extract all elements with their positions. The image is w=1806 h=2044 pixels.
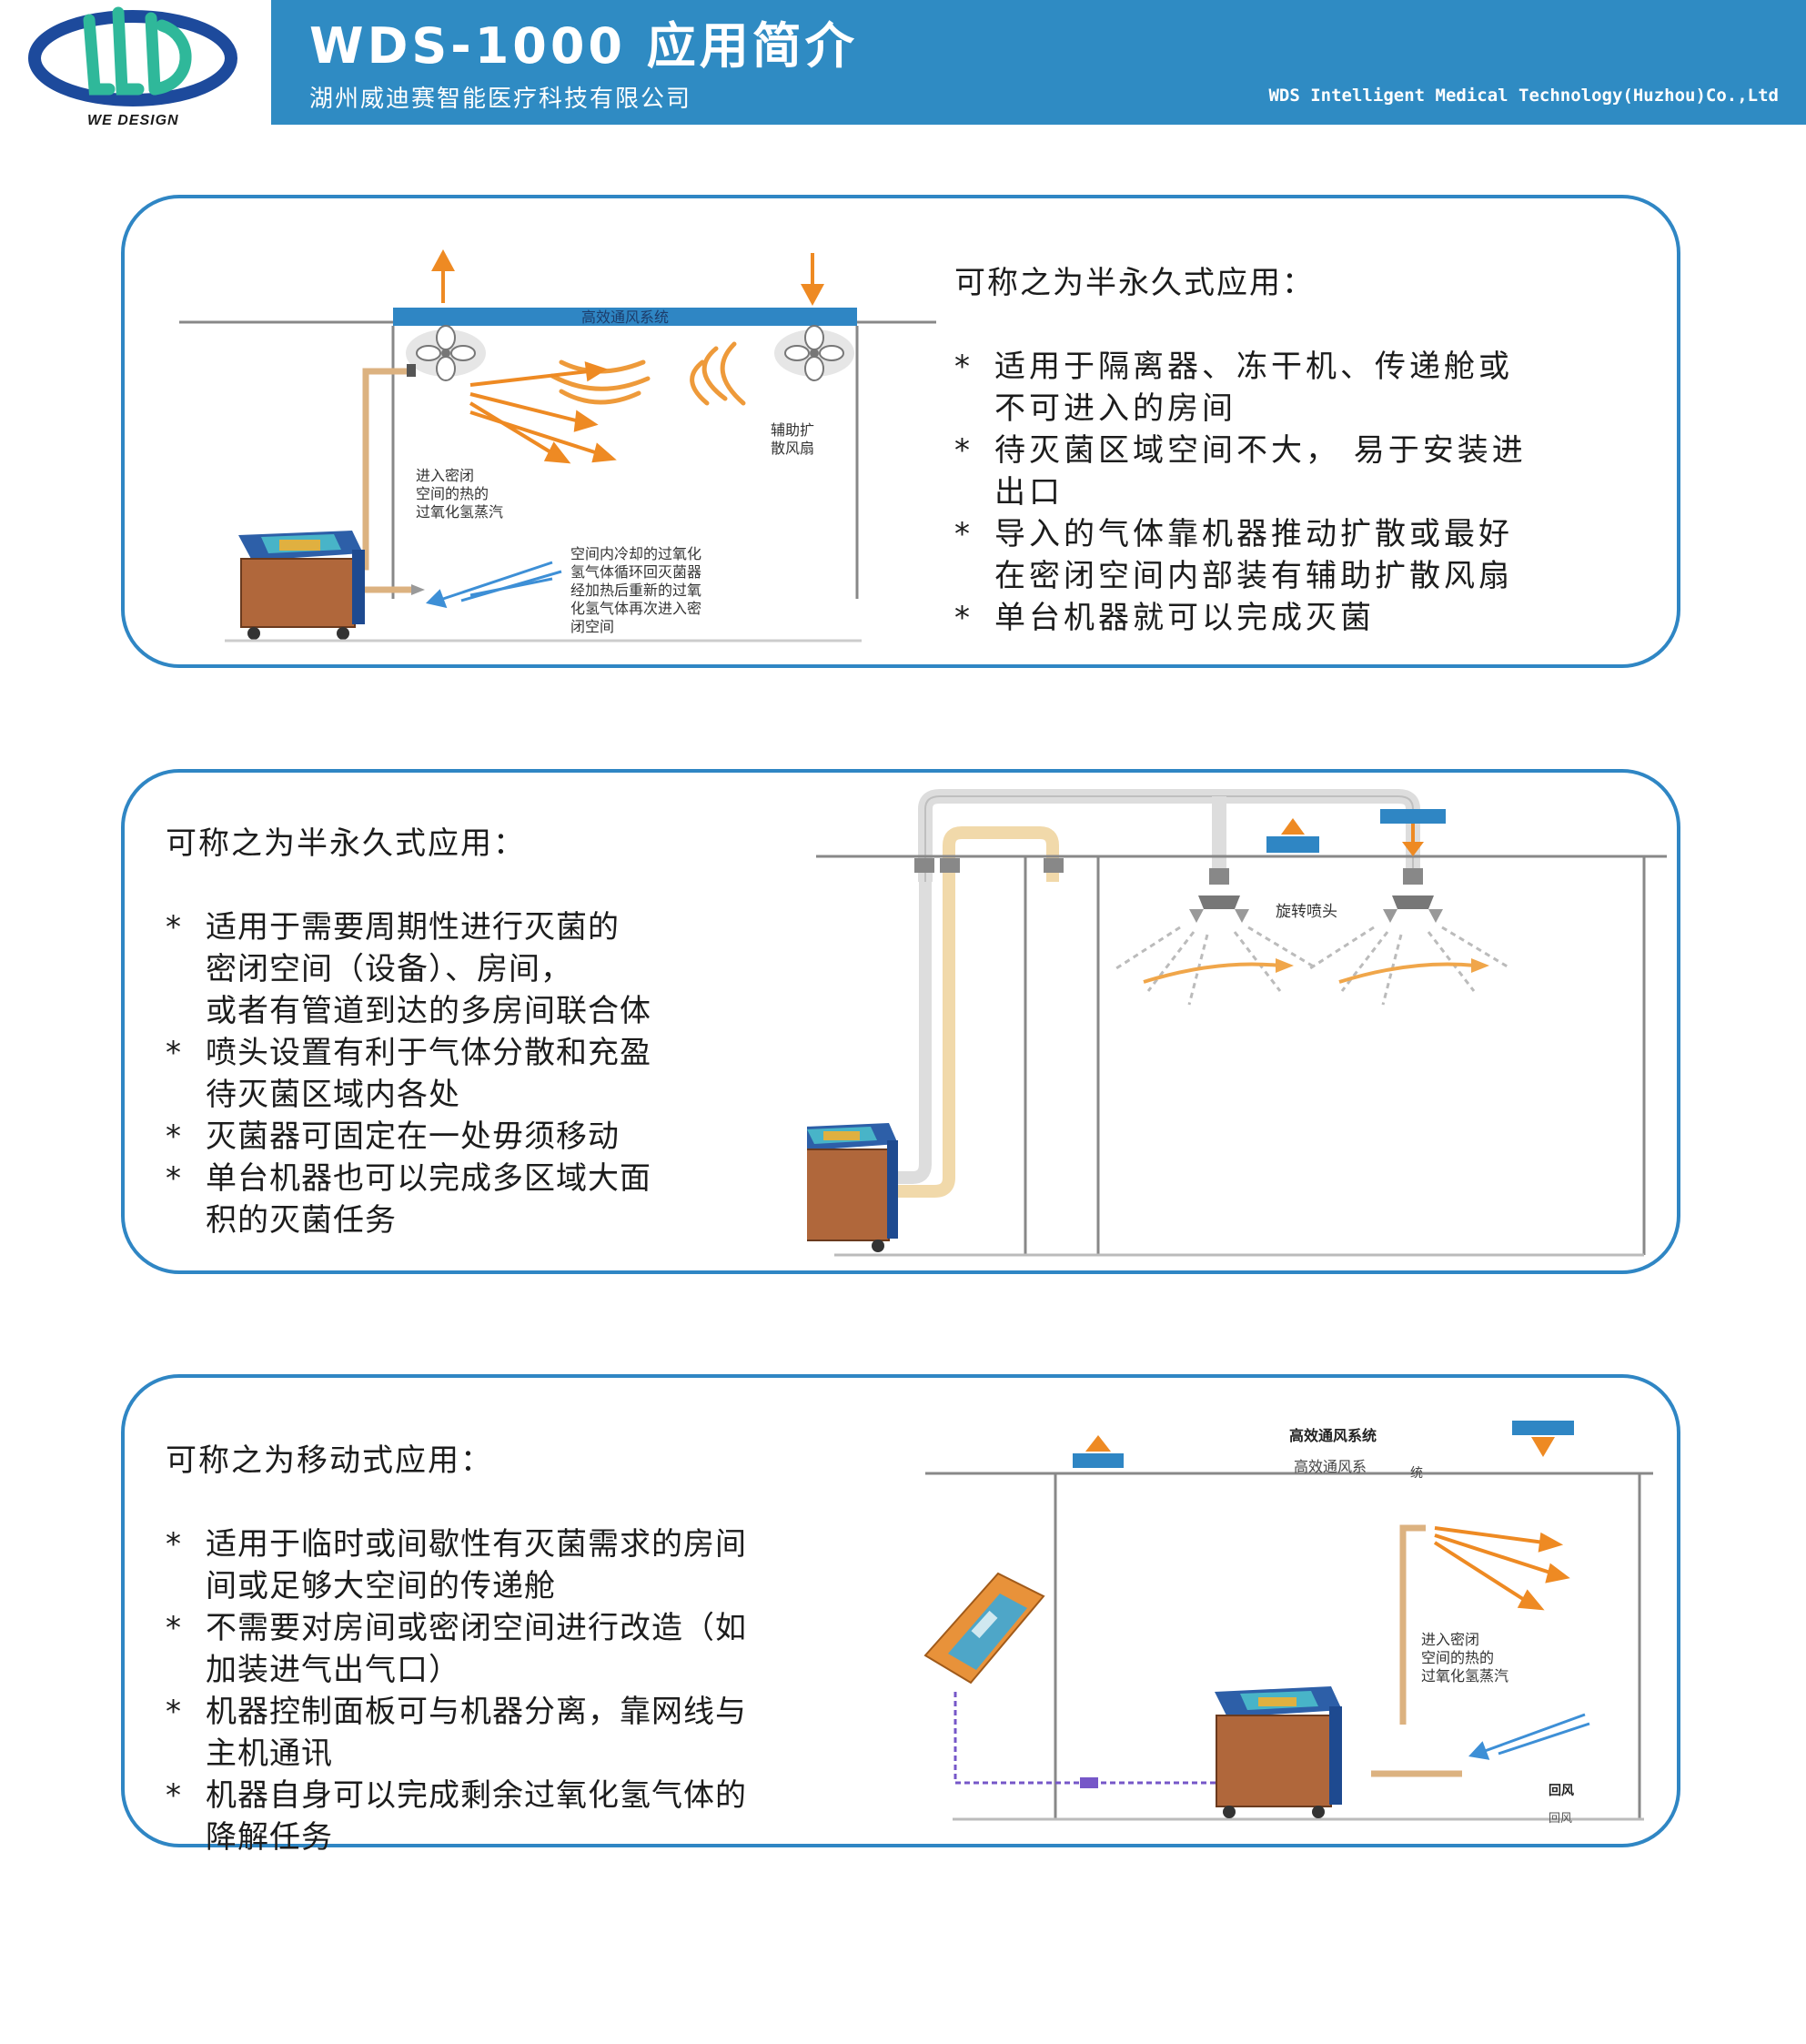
bullet-text: 不需要对房间或密闭空间进行改造（如 加装进气出气口）	[206, 1610, 747, 1688]
wds-logo-icon	[28, 6, 237, 106]
company-name-en: WDS Intelligent Medical Technology(Huzho…	[1268, 86, 1779, 106]
bullet-star: *	[166, 1160, 181, 1197]
sterilizer-machine-icon	[238, 531, 365, 640]
panel-mobile: 可称之为移动式应用： * 适用于临时或间歇性有灭菌需求的房间 间或足够大空间的传递…	[121, 1374, 1680, 1856]
bullet-item: * 导入的气体靠机器推动扩散或最好 在密闭空间内部装有辅助扩散风扇	[954, 513, 1527, 597]
return-label: 回风	[1549, 1812, 1572, 1826]
page-title: WDS-1000 应用简介	[309, 17, 858, 75]
hvac-label: 高效通风系统	[581, 309, 669, 326]
hot-vapor-arrows-icon	[1433, 1526, 1570, 1611]
bullet-item: * 单台机器就可以完成灭菌	[954, 597, 1527, 639]
bullet-item: * 待灭菌区域空间不大， 易于安装进 出口	[954, 430, 1527, 513]
bullet-item: * 机器自身可以完成剩余过氧化氢气体的 降解任务	[166, 1775, 747, 1858]
diagram-mobile-application: 高效通风系统 高效通风系 统 进入密闭 空间的热的 过氧化氢蒸汽 回风 回风	[916, 1401, 1662, 1837]
return-air-arrows-icon	[426, 561, 562, 609]
bullet-item: * 单台机器也可以完成多区域大面 积的灭菌任务	[166, 1158, 651, 1241]
vapor-label: 空间的热的	[416, 485, 489, 502]
panel-title: 可称之为半永久式应用：	[954, 265, 1315, 301]
bullet-text: 单台机器就可以完成灭菌	[994, 600, 1375, 636]
hvac-label: 统	[1410, 1466, 1423, 1481]
bullet-text: 适用于临时或间歇性有灭菌需求的房间 间或足够大空间的传递舱	[206, 1526, 747, 1604]
vapor-label: 进入密闭	[416, 467, 474, 484]
fan-icon	[406, 325, 486, 381]
panel-text: 可称之为半永久式应用： * 适用于隔离器、冻干机、传递舱或 不可进入的房间 * 待灭…	[954, 262, 1527, 639]
hot-vapor-arrows-icon	[469, 361, 617, 464]
fan-icon	[774, 325, 854, 381]
return-label: 氢气体循环回灭菌器	[570, 563, 701, 581]
bullet-star: *	[166, 1694, 181, 1730]
logo-caption: WE DESIGN	[87, 113, 179, 128]
bullet-star: *	[954, 349, 970, 385]
return-label: 闭空间	[570, 618, 614, 635]
bullet-text: 适用于隔离器、冻干机、传递舱或 不可进入的房间	[994, 349, 1513, 427]
bullet-text: 喷头设置有利于气体分散和充盈 待灭菌区域内各处	[206, 1035, 651, 1113]
panel-semi-permanent-2: 可称之为半永久式应用： * 适用于需要周期性进行灭菌的 密闭空间（设备）、房间， …	[121, 769, 1680, 1274]
bullet-text: 机器自身可以完成剩余过氧化氢气体的 降解任务	[206, 1777, 747, 1856]
bullet-star: *	[166, 1610, 181, 1646]
bullet-item: * 灭菌器可固定在一处毋须移动	[166, 1116, 651, 1158]
network-cable	[953, 1692, 1257, 1785]
return-air-arrows-icon	[1468, 1713, 1590, 1760]
bullet-item: * 适用于需要周期性进行灭菌的 密闭空间（设备）、房间， 或者有管道到达的多房间联…	[166, 906, 651, 1032]
hvac-duct	[393, 308, 857, 326]
nozzle-label: 旋转喷头	[1276, 903, 1337, 921]
rotary-nozzle-icon	[1189, 868, 1249, 923]
exhaust-arrow-icon	[431, 249, 455, 303]
sterilizer-machine-icon	[807, 1123, 898, 1252]
bullet-text: 待灭菌区域空间不大， 易于安装进 出口	[994, 432, 1527, 511]
panel-semi-permanent-1: 高效通风系统	[121, 195, 1680, 668]
bullet-item: * 适用于临时或间歇性有灭菌需求的房间 间或足够大空间的传递舱	[166, 1523, 747, 1607]
bullet-star: *	[166, 1118, 181, 1155]
bullet-text: 导入的气体靠机器推动扩散或最好 在密闭空间内部装有辅助扩散风扇	[994, 516, 1513, 594]
company-logo: WE DESIGN	[0, 0, 271, 128]
diagram-nozzle-application: 旋转喷头	[807, 773, 1671, 1269]
bullet-star: *	[954, 432, 970, 469]
bullet-star: *	[166, 909, 181, 946]
bullet-star: *	[954, 600, 970, 636]
bullet-star: *	[166, 1035, 181, 1071]
exhaust-vent-icon	[1073, 1435, 1124, 1468]
return-label: 空间内冷却的过氧化	[570, 545, 701, 562]
company-name-cn: 湖州威迪赛智能医疗科技有限公司	[309, 86, 692, 113]
spray-flow-arrows-icon	[1143, 958, 1489, 984]
panel-text: 可称之为半永久式应用： * 适用于需要周期性进行灭菌的 密闭空间（设备）、房间， …	[166, 823, 651, 1241]
bullet-text: 机器控制面板可与机器分离，靠网线与 主机通讯	[206, 1694, 747, 1772]
panel-title: 可称之为移动式应用：	[166, 1442, 493, 1479]
bullet-star: *	[166, 1526, 181, 1563]
hvac-label: 高效通风系	[1294, 1458, 1367, 1475]
bullet-item: * 机器控制面板可与机器分离，靠网线与 主机通讯	[166, 1691, 747, 1775]
panel-title: 可称之为半永久式应用：	[166, 825, 526, 862]
spray-pattern	[1115, 926, 1511, 1006]
sterilizer-machine-icon	[1215, 1686, 1342, 1818]
intake-vent-icon	[1512, 1421, 1574, 1457]
bullet-text: 灭菌器可固定在一处毋须移动	[206, 1118, 620, 1155]
vapor-label: 进入密闭	[1421, 1631, 1479, 1648]
control-panel-icon	[923, 1572, 1045, 1685]
vapor-label: 空间的热的	[1421, 1649, 1494, 1666]
hvac-label: 高效通风系统	[1289, 1427, 1377, 1444]
bullet-text: 适用于需要周期性进行灭菌的 密闭空间（设备）、房间， 或者有管道到达的多房间联合…	[206, 909, 651, 1029]
bullet-item: * 不需要对房间或密闭空间进行改造（如 加装进气出气口）	[166, 1607, 747, 1691]
return-label: 化氢气体再次进入密	[570, 600, 701, 617]
intake-arrow-icon	[801, 253, 824, 306]
bullet-star: *	[954, 516, 970, 552]
return-label: 回风	[1549, 1784, 1574, 1798]
bullet-text: 单台机器也可以完成多区域大面 积的灭菌任务	[206, 1160, 651, 1239]
intake-vent-icon	[1380, 809, 1446, 856]
fan-label: 散风扇	[771, 440, 814, 457]
bullet-item: * 喷头设置有利于气体分散和充盈 待灭菌区域内各处	[166, 1032, 651, 1116]
exhaust-vent-icon	[1266, 818, 1319, 853]
bullet-item: * 适用于隔离器、冻干机、传递舱或 不可进入的房间	[954, 346, 1527, 430]
diagram-isolator-application: 高效通风系统	[170, 226, 943, 644]
fan-label: 辅助扩	[771, 421, 814, 439]
bullet-star: *	[166, 1777, 181, 1814]
vapor-label: 过氧化氢蒸汽	[1421, 1667, 1508, 1685]
vapor-label: 过氧化氢蒸汽	[416, 503, 503, 521]
rotary-nozzle-icon	[1383, 868, 1443, 923]
header-bar: WDS-1000 应用简介 湖州威迪赛智能医疗科技有限公司 WDS Intell…	[271, 0, 1806, 125]
return-label: 经加热后重新的过氧	[570, 582, 701, 599]
panel-text: 可称之为移动式应用： * 适用于临时或间歇性有灭菌需求的房间 间或足够大空间的传递…	[166, 1440, 747, 1858]
